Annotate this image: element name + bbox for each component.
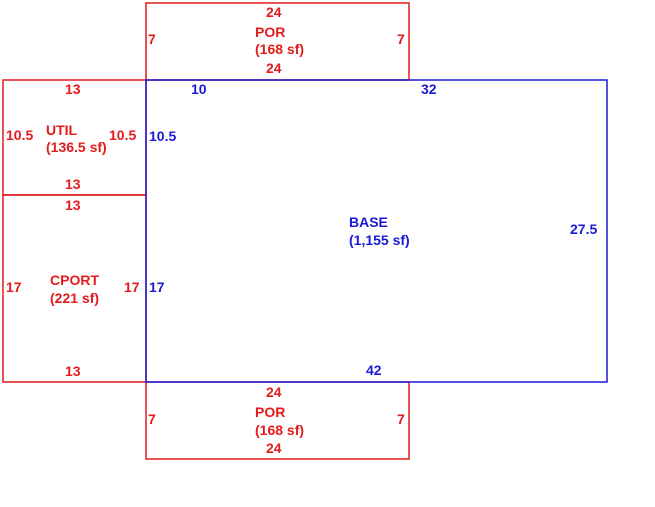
por-top-dim-top: 24 <box>266 4 282 20</box>
cport-dim-top: 13 <box>65 197 81 213</box>
por-bottom-dim-right: 7 <box>397 411 405 427</box>
por-bottom-dim-top: 24 <box>266 384 282 400</box>
util-dim-right: 10.5 <box>109 127 137 143</box>
util-dim-top: 13 <box>65 81 81 97</box>
util-name: UTIL <box>46 122 78 138</box>
cport-name: CPORT <box>50 272 99 288</box>
base-dim-top-a: 10 <box>191 81 207 97</box>
base-outline <box>145 79 608 383</box>
cport-dim-right: 17 <box>124 279 140 295</box>
por-top-area: (168 sf) <box>255 41 305 57</box>
cport-dim-bottom: 13 <box>65 363 81 379</box>
base-dim-left-b: 17 <box>149 279 165 295</box>
base-area: (1,155 sf) <box>349 232 410 248</box>
base-dim-bottom: 42 <box>366 362 382 378</box>
por-top-dim-right: 7 <box>397 31 405 47</box>
por-top-name: POR <box>255 24 286 40</box>
por-bottom-name: POR <box>255 404 286 420</box>
base-dim-left-a: 10.5 <box>149 128 177 144</box>
util-area: (136.5 sf) <box>46 139 107 155</box>
base-dim-top-b: 32 <box>421 81 437 97</box>
base-dim-right: 27.5 <box>570 221 598 237</box>
cport-area: (221 sf) <box>50 290 100 306</box>
por-bottom-dim-left: 7 <box>148 411 156 427</box>
por-top-dim-bottom: 24 <box>266 60 282 76</box>
util-dim-left: 10.5 <box>6 127 34 143</box>
por-bottom-dim-bottom: 24 <box>266 440 282 456</box>
base-name: BASE <box>349 214 388 230</box>
util-dim-bottom: 13 <box>65 176 81 192</box>
cport-dim-left: 17 <box>6 279 22 295</box>
por-top-dim-left: 7 <box>148 31 156 47</box>
por-bottom-area: (168 sf) <box>255 422 305 438</box>
